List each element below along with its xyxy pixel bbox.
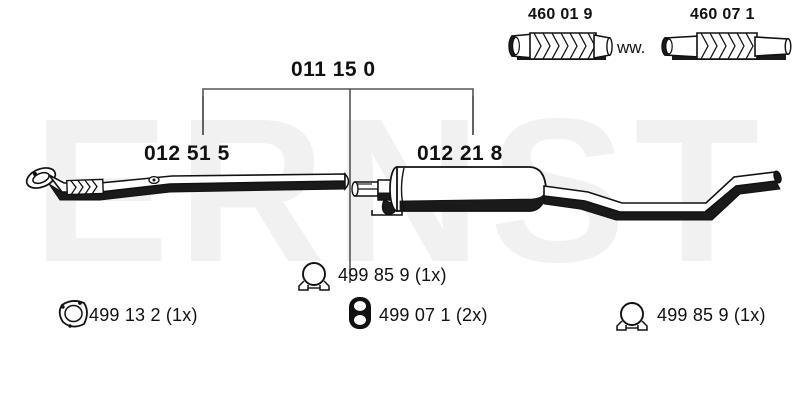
part-label-clamp-center: 499 85 9 (1x) [338,265,447,285]
pipe-bead-detail [148,175,160,185]
part-label-rubber-hanger: 499 07 1 (2x) [379,305,488,325]
tail-pipe-graphic [543,170,782,221]
rubber-hanger-icon [349,297,371,329]
ww-text: ww. [617,38,646,57]
clamp-icon [298,262,330,291]
flange-gasket-icon [58,300,88,328]
middle-silencer-label: 012 21 8 [417,142,503,165]
flex-pipe-left-label: 460 01 9 [528,6,593,23]
part-label-clamp-right: 499 85 9 (1x) [657,305,766,325]
flex-pipe-460071-graphic [661,32,792,60]
flex-pipe-460019-graphic [508,32,613,60]
clamp-icon-right [616,302,648,331]
assembly-label: 011 15 0 [291,58,376,81]
front-pipe-graphic [25,167,350,201]
middle-silencer-graphic [351,166,547,216]
part-label-gasket-left: 499 13 2 (1x) [89,305,198,325]
flex-pipe-right-label: 460 07 1 [690,6,755,23]
front-pipe-label: 012 51 5 [144,142,230,165]
